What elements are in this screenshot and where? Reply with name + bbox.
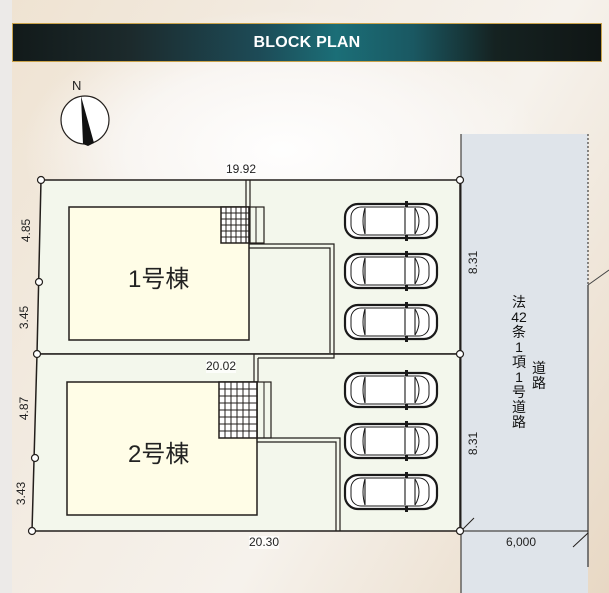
dim-lot1-left-lower: 3.45 bbox=[17, 305, 32, 330]
walkway-lot-2 bbox=[253, 353, 341, 531]
survey-points bbox=[27, 175, 465, 536]
car-icon bbox=[343, 199, 439, 243]
car-icon bbox=[343, 300, 439, 344]
dim-lot2-right: 8.31 bbox=[466, 431, 481, 456]
entrance-grid-2 bbox=[218, 381, 272, 439]
dim-lot1-left-upper: 4.85 bbox=[19, 218, 34, 243]
dim-lot1-right: 8.31 bbox=[466, 250, 481, 275]
dim-lot2-left-lower: 3.43 bbox=[14, 481, 29, 506]
building-1-footprint bbox=[68, 206, 250, 341]
north-compass-icon bbox=[60, 95, 110, 146]
building-1-label: 1号棟 bbox=[128, 266, 190, 293]
car-icon bbox=[343, 419, 439, 463]
car-icon bbox=[343, 470, 439, 514]
parking-lot-1 bbox=[343, 199, 439, 344]
car-icon bbox=[343, 368, 439, 412]
title-banner: BLOCK PLAN bbox=[12, 23, 602, 62]
road-area bbox=[460, 134, 609, 593]
left-margin-strip bbox=[0, 0, 12, 593]
dim-lot2-left-upper: 4.87 bbox=[17, 396, 32, 421]
building-2-label: 2号棟 bbox=[128, 441, 190, 468]
page-title: BLOCK PLAN bbox=[253, 33, 361, 51]
dim-lot1-top: 19.92 bbox=[226, 162, 257, 176]
entrance-grid-1 bbox=[220, 206, 265, 244]
road-width-label: 6,000 bbox=[506, 535, 537, 549]
dim-lot2-bottom: 20.30 bbox=[249, 535, 280, 549]
road-label-side: 道 路 bbox=[532, 360, 546, 391]
dim-lot2-top: 20.02 bbox=[206, 359, 237, 373]
road-classification-label: 法 42 条 1 項 1 号 道 路 bbox=[511, 294, 527, 430]
car-icon bbox=[343, 249, 439, 293]
compass-north-label: N bbox=[72, 78, 82, 93]
walkway-lot-1 bbox=[245, 180, 335, 353]
parking-lot-2 bbox=[343, 368, 439, 514]
